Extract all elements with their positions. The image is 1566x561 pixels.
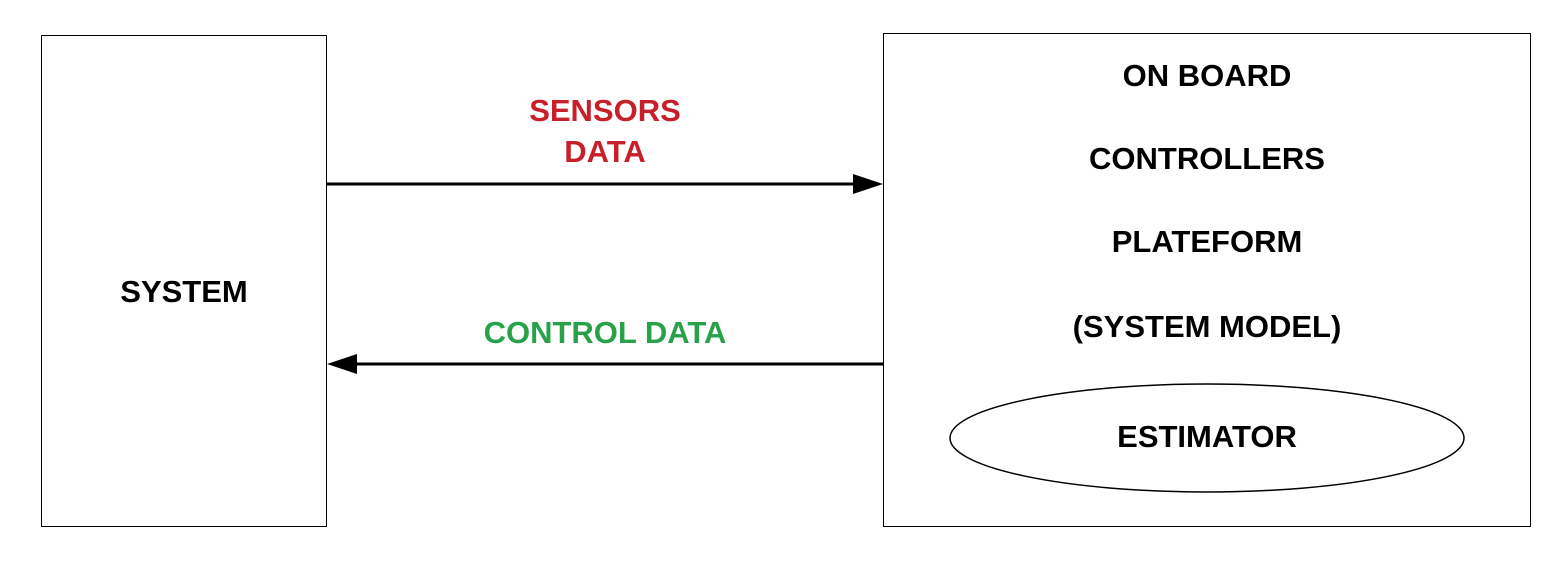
control-data-label: CONTROL DATA — [483, 315, 727, 350]
sensors-data-label-line1: SENSORS — [529, 93, 681, 128]
sensors-data-label: SENSORS DATA — [440, 90, 770, 172]
estimator-label: ESTIMATOR — [1117, 419, 1297, 454]
platform-line-controllers: CONTROLLERS — [1089, 141, 1325, 176]
platform-line-system-model: (SYSTEM MODEL) — [1072, 309, 1342, 344]
sensors-arrowhead-icon — [853, 174, 883, 194]
system-label: SYSTEM — [120, 274, 248, 309]
system-box — [41, 35, 327, 527]
control-arrowhead-icon — [327, 354, 357, 374]
platform-line-on-board: ON BOARD — [1122, 58, 1292, 93]
sensors-data-label-line2: DATA — [564, 134, 646, 169]
platform-line-plateform: PLATEFORM — [1111, 224, 1303, 259]
